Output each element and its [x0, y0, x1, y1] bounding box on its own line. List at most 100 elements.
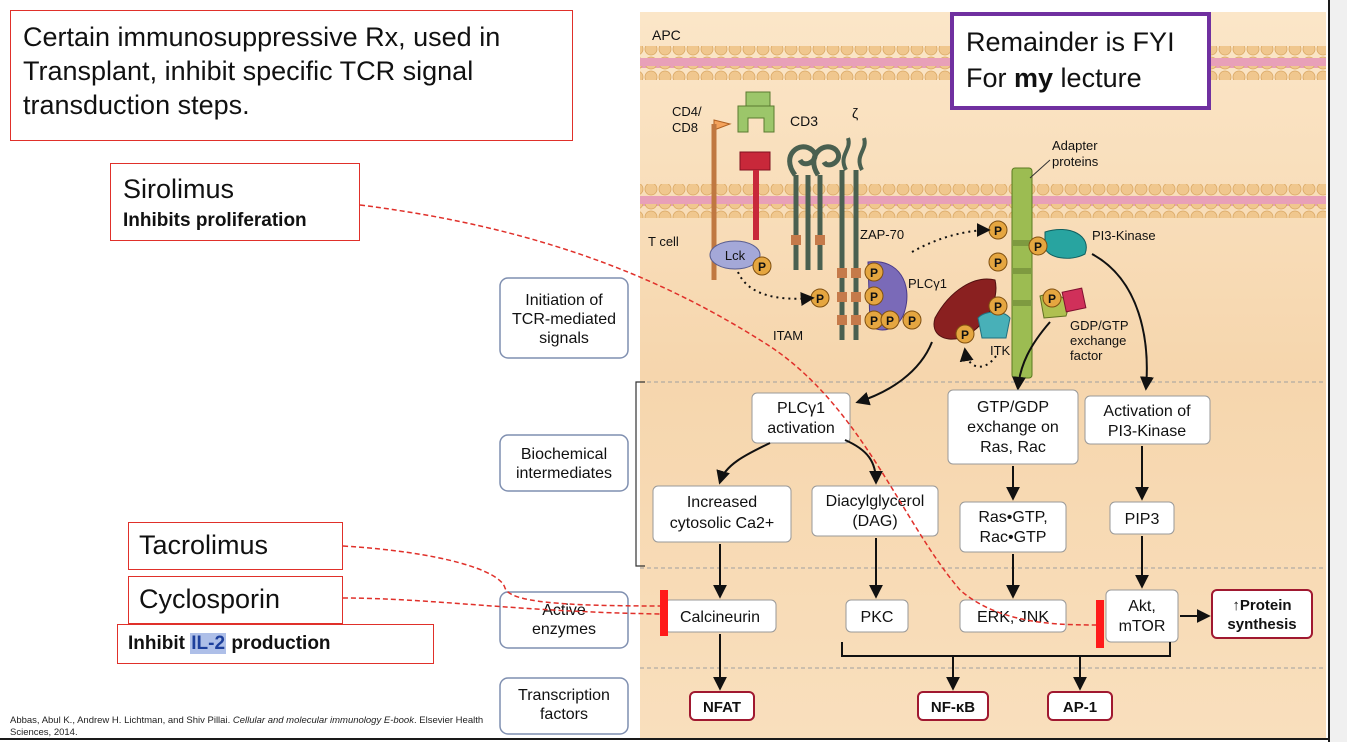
- cd3-chain-icon: [787, 144, 841, 270]
- pi3k-to-activation-arrow: [1091, 253, 1154, 391]
- svg-text:P: P: [758, 260, 766, 274]
- stage-enzymes-line1: Active: [542, 602, 586, 619]
- node-protein-synthesis: ↑Protein synthesis: [1211, 589, 1313, 639]
- svg-text:P: P: [1034, 240, 1042, 254]
- stage-biochemical: Biochemical intermediates: [499, 434, 629, 492]
- slide-right-border: [1328, 0, 1330, 742]
- node-plc-activation: PLCγ1 activation: [751, 392, 851, 444]
- svg-text:Akt,: Akt,: [1128, 598, 1156, 615]
- adapter-pointer-line: [1029, 159, 1051, 179]
- citation-publisher: . Elsevier Health Sciences, 2014.: [10, 715, 484, 738]
- node-erk-jnk: ERK, JNK: [959, 599, 1067, 633]
- cyclosporin-connector: [342, 597, 663, 615]
- node-ap1: AP-1: [1047, 691, 1113, 721]
- lck-label: Lck: [725, 248, 746, 263]
- sirolimus-name: Sirolimus: [123, 174, 235, 204]
- svg-text:↑Protein: ↑Protein: [1232, 597, 1291, 614]
- gdpgtp-label-3: factor: [1070, 348, 1103, 363]
- svg-text:exchange on: exchange on: [967, 419, 1059, 436]
- svg-text:Diacylglycerol: Diacylglycerol: [826, 493, 925, 510]
- svg-text:synthesis: synthesis: [1227, 616, 1296, 633]
- plc-to-activation-arrow: [855, 341, 933, 406]
- fyi-line-2-pre: For: [966, 63, 1015, 93]
- node-nfat: NFAT: [689, 691, 755, 721]
- node-calcium: Increased cytosolic Ca2+: [652, 485, 792, 543]
- fyi-line-2: For my lecture: [966, 60, 1195, 96]
- zap70-label: ZAP-70: [860, 227, 904, 242]
- itk-label: ITK: [990, 343, 1011, 358]
- svg-text:Calcineurin: Calcineurin: [680, 609, 760, 626]
- title-box: Certain immunosuppressive Rx, used in Tr…: [10, 10, 573, 141]
- tacrolimus-connector: [342, 545, 663, 607]
- gef-to-exchange-arrow: [1012, 321, 1051, 391]
- svg-text:P: P: [994, 256, 1002, 270]
- svg-text:P: P: [1048, 292, 1056, 306]
- svg-text:activation: activation: [767, 420, 835, 437]
- cd3-label: CD3: [790, 113, 818, 129]
- phosphate-group-icons: P P P P P P P P P P P P P: [752, 220, 1062, 344]
- cyclosporin-name: Cyclosporin: [139, 584, 281, 614]
- stage-transcription-line2: factors: [540, 706, 588, 723]
- svg-text:AP-1: AP-1: [1063, 699, 1097, 716]
- stage-biochemical-line1: Biochemical: [521, 446, 607, 463]
- node-ras-gtp: Ras•GTP, Rac•GTP: [959, 501, 1067, 553]
- lck-icon: Lck: [709, 240, 761, 270]
- sirolimus-connector: [359, 204, 1101, 626]
- svg-text:P: P: [870, 314, 878, 328]
- stage-enzymes-line2: enzymes: [532, 621, 596, 638]
- sirolimus-box: Sirolimus Inhibits proliferation: [110, 163, 360, 241]
- il2-effect-box: Inhibit IL-2 production: [117, 624, 434, 664]
- fyi-line-2-bold: my: [1014, 63, 1054, 93]
- title-line-1: Certain immunosuppressive Rx, used in: [23, 22, 501, 52]
- node-nfkb: NF-κB: [917, 691, 989, 721]
- zeta-chain-icon: [837, 137, 867, 340]
- zeta-label: ζ: [852, 105, 858, 121]
- apc-label: APC: [652, 27, 681, 43]
- svg-text:Activation of: Activation of: [1103, 403, 1191, 420]
- svg-text:PLCγ1: PLCγ1: [777, 400, 825, 417]
- itk-icon: [977, 311, 1011, 339]
- tacrolimus-name: Tacrolimus: [139, 530, 269, 560]
- svg-text:Rac•GTP: Rac•GTP: [980, 529, 1047, 546]
- svg-text:(DAG): (DAG): [852, 513, 897, 530]
- tacrolimus-box: Tacrolimus: [128, 522, 343, 570]
- svg-text:NFAT: NFAT: [703, 699, 741, 716]
- fyi-box: Remainder is FYI For my lecture: [950, 12, 1211, 110]
- citation-title: Cellular and molecular immunology E-book: [232, 715, 414, 726]
- cyclosporin-box: Cyclosporin: [128, 576, 343, 624]
- svg-text:NF-κB: NF-κB: [931, 699, 975, 716]
- node-akt-mtor: Akt, mTOR: [1105, 589, 1179, 643]
- cd8-label: CD8: [672, 120, 698, 135]
- drug-connector-lines: [342, 204, 1101, 626]
- node-pkc: PKC: [845, 599, 909, 633]
- node-dag: Diacylglycerol (DAG): [811, 485, 939, 537]
- pi3k-icon: [1044, 228, 1087, 259]
- node-gtp-exchange: GTP/GDP exchange on Ras, Rac: [947, 389, 1079, 465]
- svg-text:GTP/GDP: GTP/GDP: [977, 399, 1049, 416]
- fyi-line-2-post: lecture: [1053, 63, 1142, 93]
- fyi-line-1: Remainder is FYI: [966, 27, 1175, 57]
- stage-transcription: Transcription factors: [499, 677, 629, 735]
- svg-text:P: P: [886, 314, 894, 328]
- svg-text:PKC: PKC: [861, 609, 894, 626]
- itam-label: ITAM: [773, 328, 803, 343]
- stage-initiation-line2: TCR-mediated: [512, 311, 616, 328]
- svg-text:P: P: [816, 292, 824, 306]
- tcell-membrane: [640, 184, 1326, 218]
- svg-text:P: P: [994, 224, 1002, 238]
- title-line-2: Transplant, inhibit specific TCR signal: [23, 56, 474, 86]
- svg-text:Ras, Rac: Ras, Rac: [980, 439, 1046, 456]
- stage-enzymes: Active enzymes: [499, 591, 629, 649]
- stage-transcription-line1: Transcription: [518, 687, 610, 704]
- adapter-label-1: Adapter: [1052, 138, 1098, 153]
- adapter-label-2: proteins: [1052, 154, 1099, 169]
- svg-text:P: P: [961, 328, 969, 342]
- stage-initiation-line3: signals: [539, 330, 589, 347]
- node-pip3: PIP3: [1109, 501, 1175, 535]
- stage-bracket: [635, 381, 645, 567]
- svg-text:PI3-Kinase: PI3-Kinase: [1108, 423, 1186, 440]
- mtor-inhibition-bar: [1096, 600, 1104, 648]
- tcell-label: T cell: [648, 234, 679, 249]
- pathway-arrows: [713, 439, 1211, 691]
